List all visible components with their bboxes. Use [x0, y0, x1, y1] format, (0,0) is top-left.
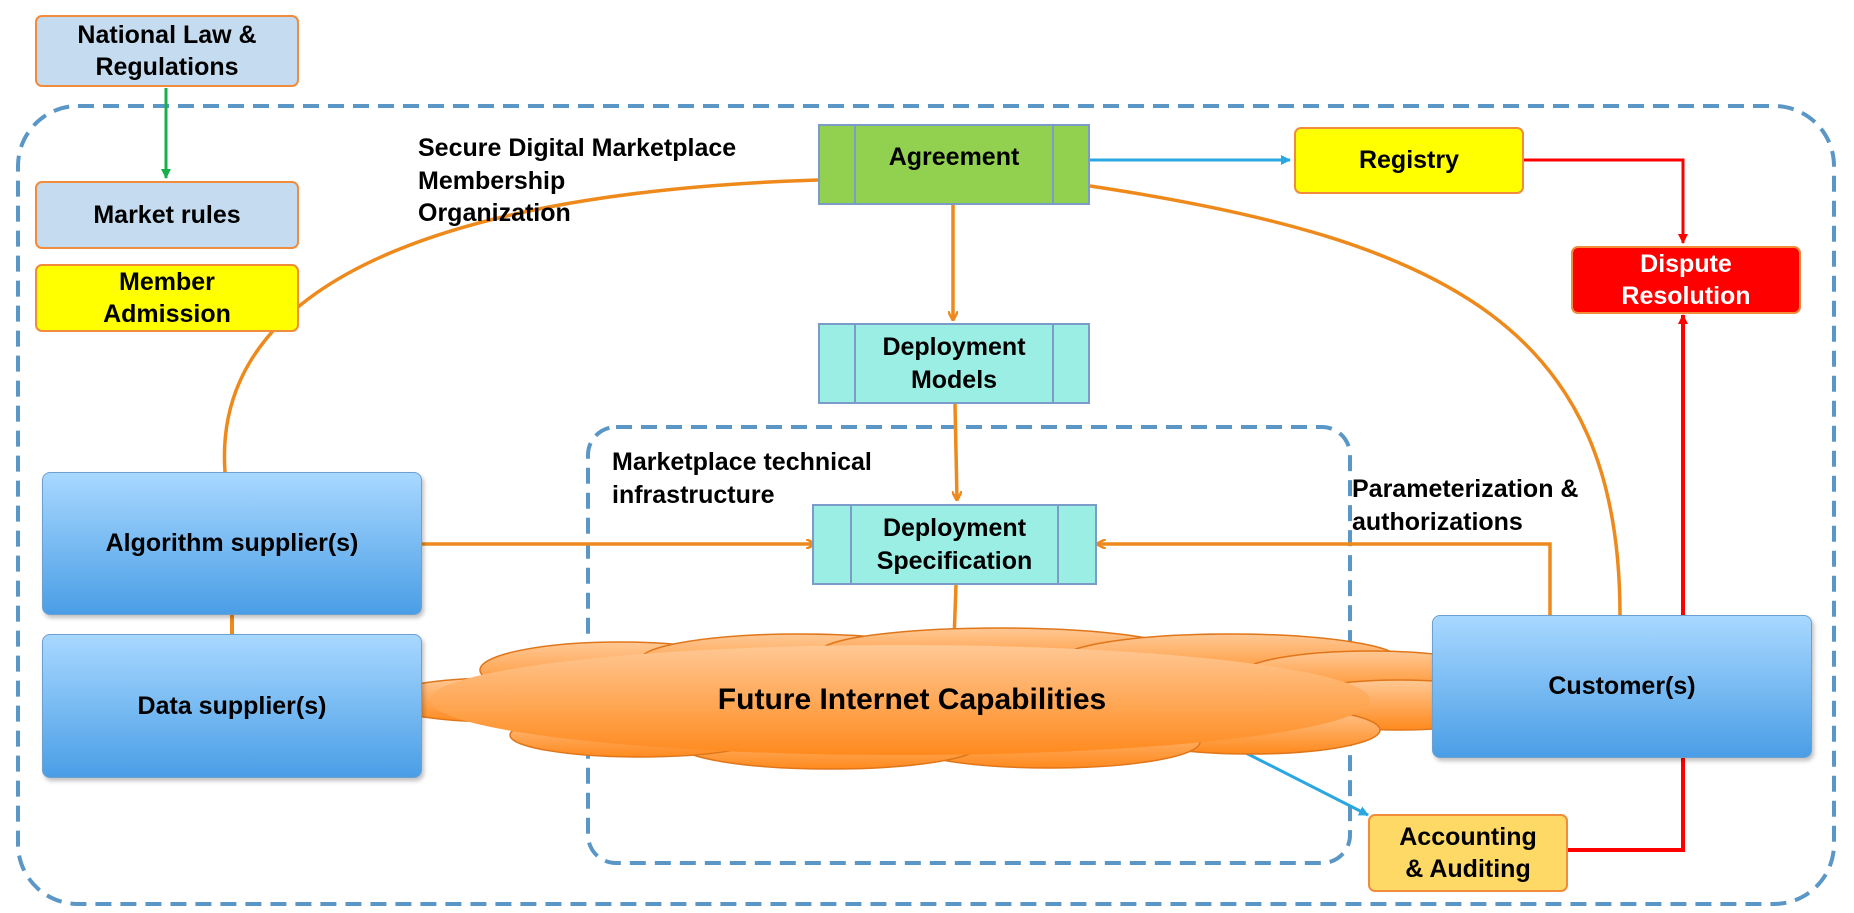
arc-algorithm-to-agreement	[222, 178, 819, 473]
market-rules-box: Market rules	[35, 181, 299, 249]
technical-infrastructure-label: Marketplace technical infrastructure	[612, 448, 872, 509]
models-divider-left	[854, 325, 856, 402]
arrow-registry-to-dispute	[1520, 158, 1688, 244]
future-internet-cloud	[379, 627, 1521, 770]
accounting-auditing-box: Accounting & Auditing	[1368, 814, 1568, 892]
agreement-divider-right	[1052, 126, 1054, 203]
dispute-resolution-box: Dispute Resolution	[1571, 246, 1801, 314]
dispute-resolution-label: Dispute Resolution	[1621, 249, 1751, 311]
agreement-box: Agreement	[818, 124, 1090, 205]
arrow-cloud-to-accounting	[1239, 748, 1369, 817]
specification-divider-right	[1057, 506, 1059, 583]
registry-label: Registry	[1358, 146, 1460, 175]
algorithm-suppliers-label: Algorithm supplier(s)	[105, 529, 359, 558]
customers-box: Customer(s)	[1432, 615, 1812, 758]
member-admission-label: Member Admission	[103, 267, 231, 329]
data-suppliers-box: Data supplier(s)	[42, 634, 422, 778]
arrow-models-to-specification	[955, 403, 957, 500]
marketplace-boundary	[16, 104, 1836, 906]
agreement-divider-left	[854, 126, 856, 203]
deployment-models-label: Deployment Models	[882, 333, 1026, 394]
national-law-box: National Law & Regulations	[35, 15, 299, 87]
arrow-accounting-to-dispute	[1566, 314, 1688, 852]
deployment-specification-label: Deployment Specification	[876, 514, 1033, 575]
arc-agreement-to-customer	[1089, 184, 1622, 616]
member-admission-box: Member Admission	[35, 264, 299, 332]
agreement-label: Agreement	[888, 143, 1020, 172]
algorithm-suppliers-box: Algorithm supplier(s)	[42, 472, 422, 615]
national-law-label: National Law & Regulations	[77, 20, 257, 82]
registry-box: Registry	[1294, 127, 1524, 194]
data-suppliers-label: Data supplier(s)	[137, 691, 327, 720]
models-divider-right	[1052, 325, 1054, 402]
market-rules-label: Market rules	[93, 200, 241, 229]
deployment-specification-box: Deployment Specification	[812, 504, 1097, 585]
parameterization-label: Parameterization & authorizations	[1352, 475, 1579, 536]
future-internet-capabilities-label: Future Internet Capabilities	[717, 683, 1107, 716]
specification-divider-left	[850, 506, 852, 583]
arrow-customer-to-specification	[1097, 544, 1552, 615]
membership-organization-label: Secure Digital Marketplace Membership Or…	[418, 134, 737, 227]
customers-label: Customer(s)	[1548, 672, 1696, 701]
deployment-models-box: Deployment Models	[818, 323, 1090, 404]
accounting-auditing-label: Accounting & Auditing	[1399, 822, 1537, 884]
